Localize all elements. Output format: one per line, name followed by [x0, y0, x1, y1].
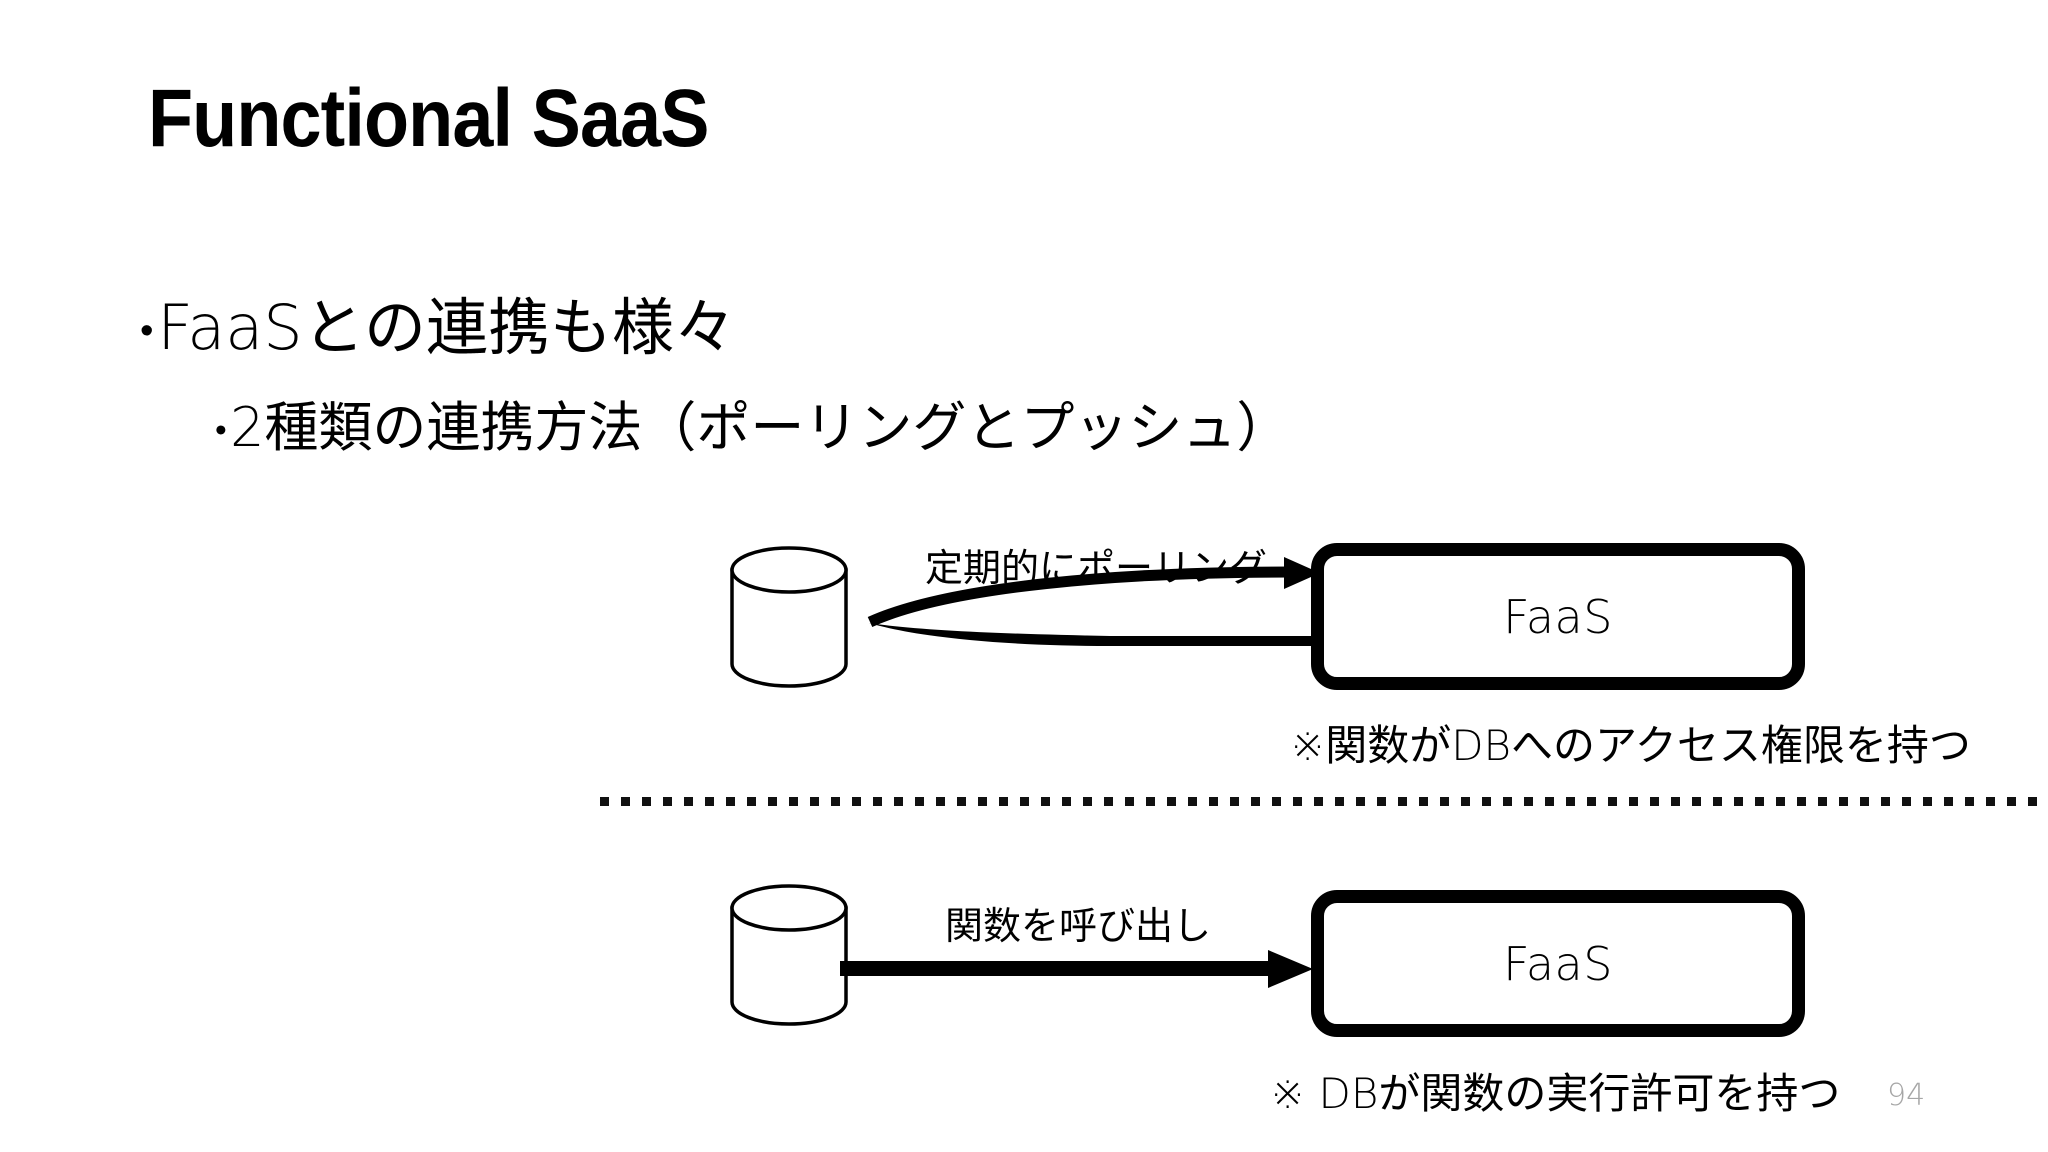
faas-box-label: FaaS [1503, 936, 1613, 991]
section-divider [600, 797, 2045, 806]
bullet-level-1: •FaaSとの連携も様々 [140, 295, 736, 360]
page-title: Functional SaaS [148, 73, 710, 164]
note-polling: ※関数がDBへのアクセス権限を持つ [1290, 721, 1971, 770]
arrow-straight-right [840, 948, 1315, 992]
arrow-label-polling: 定期的にポーリング [925, 546, 1268, 590]
faas-box-push: FaaS [1311, 890, 1805, 1037]
arrow-label-push: 関数を呼び出し [945, 904, 1212, 948]
bullet-marker-icon: • [215, 409, 227, 449]
page-number: 94 [1887, 1078, 1926, 1113]
bullet-level-2: •2種類の連携方法（ポーリングとプッシュ） [215, 399, 1290, 457]
note-push: ※ DBが関数の実行許可を持つ [1270, 1069, 1841, 1118]
database-cylinder-icon [728, 884, 850, 1026]
faas-box-polling: FaaS [1311, 543, 1805, 690]
arrow-bidirectional-curved [860, 557, 1330, 680]
bullet-marker-icon: • [140, 307, 154, 353]
bullet-level-1-text: FaaSとの連携も様々 [157, 291, 736, 364]
bullet-level-2-text: 2種類の連携方法（ポーリングとプッシュ） [230, 396, 1291, 459]
faas-box-label: FaaS [1503, 589, 1613, 644]
database-cylinder-icon [728, 546, 850, 688]
